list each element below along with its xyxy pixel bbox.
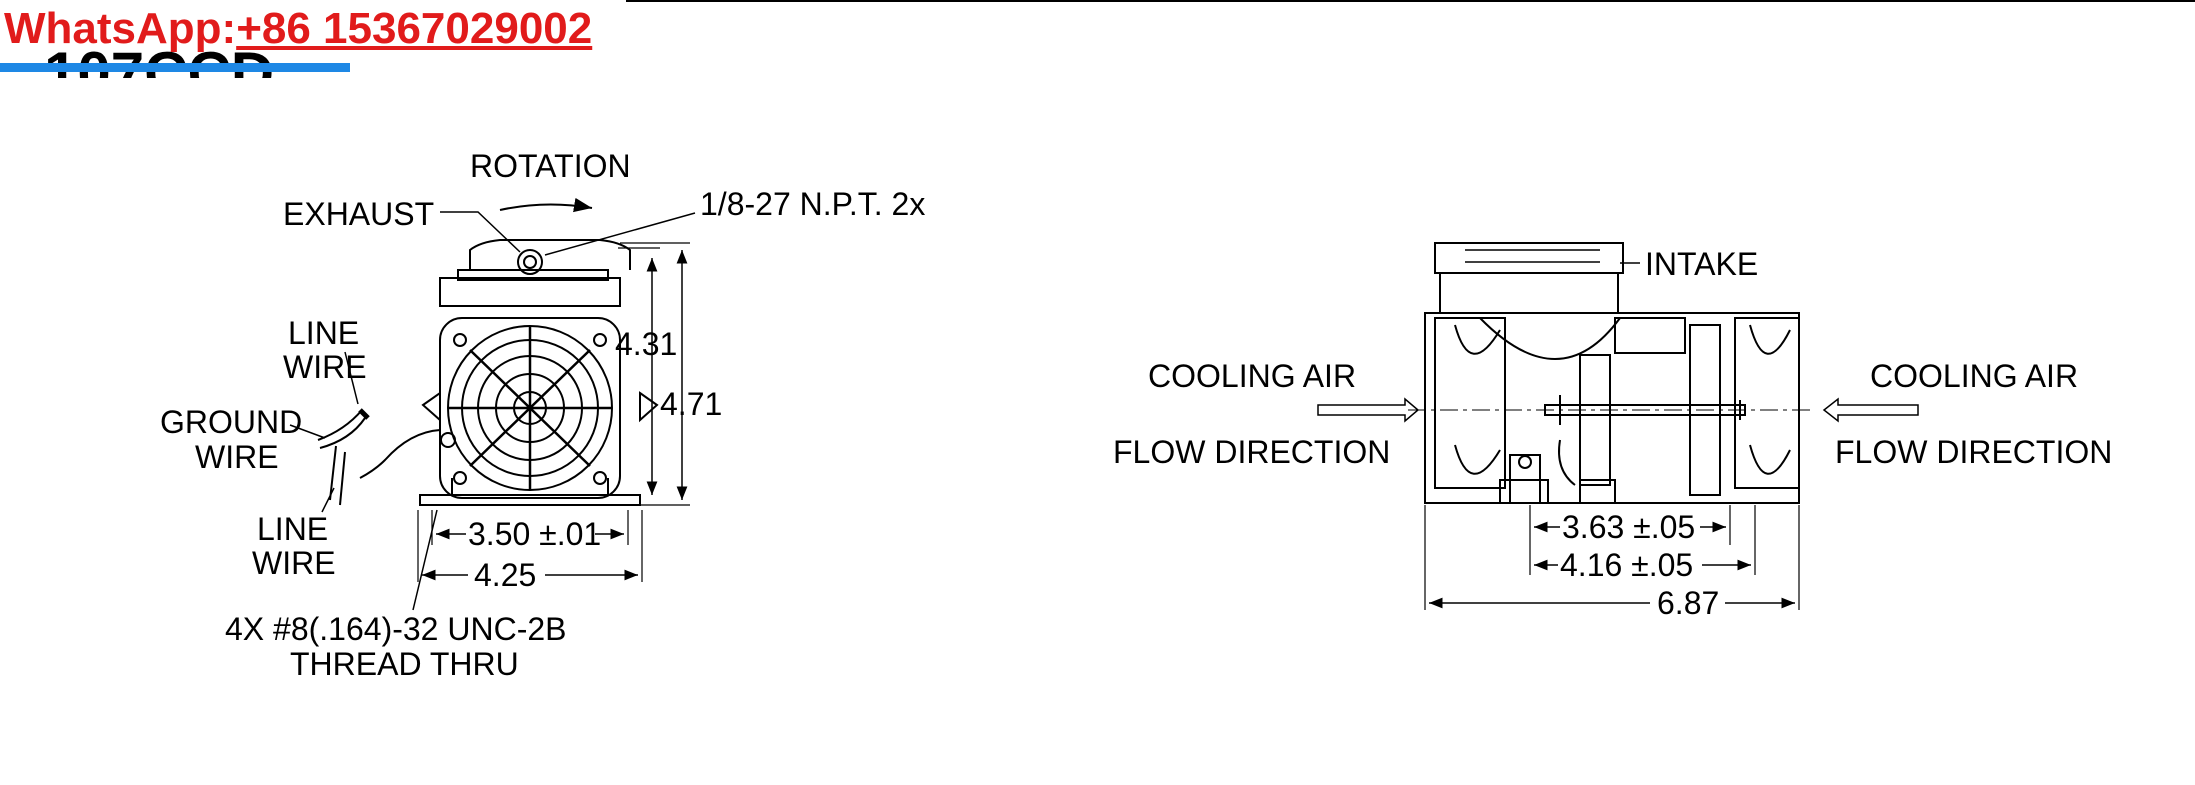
left-cooling-line2: FLOW DIRECTION: [1113, 434, 1390, 470]
intake-label: INTAKE: [1645, 246, 1758, 282]
line-wire-bottom-line1: LINE: [257, 511, 328, 547]
dim-a: 3.63 ±.05: [1562, 509, 1695, 545]
front-view-labels: ROTATION EXHAUST 1/8-27 N.P.T. 2x LINE W…: [160, 148, 925, 682]
thread-note-line2: THREAD THRU: [290, 646, 519, 682]
side-view-labels: INTAKE COOLING AIR FLOW DIRECTION COOLIN…: [1113, 246, 2112, 621]
right-cooling-line2: FLOW DIRECTION: [1835, 434, 2112, 470]
exhaust-label: EXHAUST: [283, 196, 434, 232]
dim-b: 4.16 ±.05: [1560, 547, 1693, 583]
whatsapp-prefix: WhatsApp:: [4, 4, 237, 53]
dim-height-outer: 4.71: [660, 386, 722, 422]
dim-base-width: 4.25: [474, 557, 536, 593]
ground-wire-line1: GROUND: [160, 404, 302, 440]
whatsapp-phone: +86 15367029002: [236, 4, 593, 53]
top-rule: [626, 0, 2195, 2]
line-wire-top-line2: WIRE: [283, 349, 367, 385]
line-wire-bottom-line2: WIRE: [252, 545, 336, 581]
dim-height-inner: 4.31: [615, 326, 677, 362]
front-view: [289, 197, 696, 611]
rotation-label: ROTATION: [470, 148, 631, 184]
side-view: [1317, 242, 1919, 610]
line-wire-top-line1: LINE: [288, 315, 359, 351]
whatsapp-watermark: WhatsApp:+86 15367029002: [4, 4, 592, 54]
left-cooling-line1: COOLING AIR: [1148, 358, 1356, 394]
port-label: 1/8-27 N.P.T. 2x: [700, 186, 925, 222]
thread-note-line1: 4X #8(.164)-32 UNC-2B: [225, 611, 566, 647]
model-number: 107CCD: [44, 44, 275, 78]
watermark-underline-bar: [0, 63, 350, 72]
right-cooling-line1: COOLING AIR: [1870, 358, 2078, 394]
ground-wire-line2: WIRE: [195, 439, 279, 475]
dim-mount-width: 3.50 ±.01: [468, 516, 601, 552]
dim-length: 6.87: [1657, 585, 1719, 621]
